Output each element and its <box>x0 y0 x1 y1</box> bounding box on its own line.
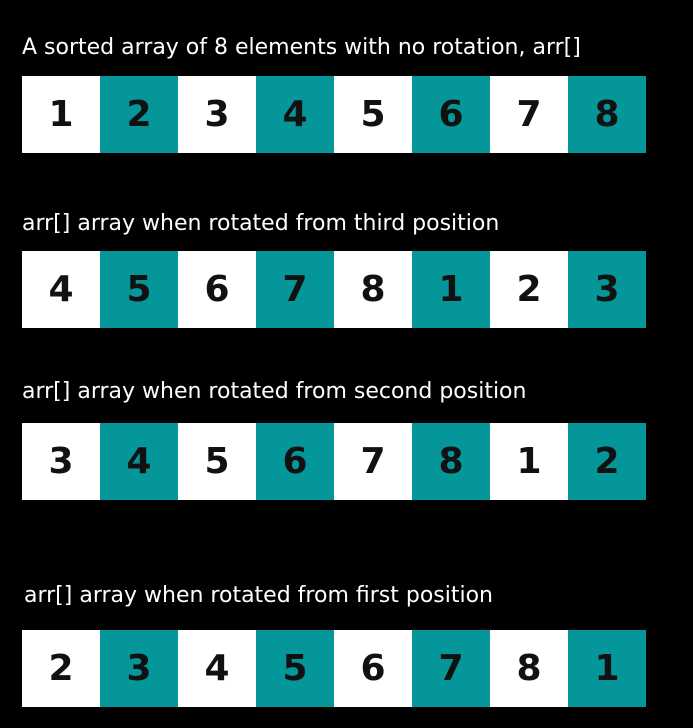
array-row-rotated-first: 2 3 4 5 6 7 8 1 <box>22 630 646 707</box>
array-cell: 8 <box>334 251 412 328</box>
array-cell: 7 <box>412 630 490 707</box>
array-cell: 3 <box>22 423 100 500</box>
array-cell: 1 <box>568 630 646 707</box>
array-cell: 5 <box>256 630 334 707</box>
array-cell: 6 <box>412 76 490 153</box>
array-row-rotated-second: 3 4 5 6 7 8 1 2 <box>22 423 646 500</box>
array-cell: 4 <box>100 423 178 500</box>
array-cell: 2 <box>490 251 568 328</box>
array-caption-rotated-first: arr[] array when rotated from first posi… <box>24 583 493 608</box>
array-cell: 6 <box>256 423 334 500</box>
array-row-sorted: 1 2 3 4 5 6 7 8 <box>22 76 646 153</box>
array-cell: 1 <box>412 251 490 328</box>
array-cell: 8 <box>412 423 490 500</box>
array-cell: 2 <box>22 630 100 707</box>
array-cell: 1 <box>22 76 100 153</box>
array-cell: 3 <box>568 251 646 328</box>
array-caption-rotated-second: arr[] array when rotated from second pos… <box>22 379 527 404</box>
array-cell: 7 <box>334 423 412 500</box>
array-cell: 6 <box>178 251 256 328</box>
array-cell: 8 <box>490 630 568 707</box>
array-cell: 5 <box>178 423 256 500</box>
array-cell: 3 <box>178 76 256 153</box>
array-cell: 7 <box>490 76 568 153</box>
array-cell: 5 <box>100 251 178 328</box>
array-cell: 4 <box>22 251 100 328</box>
array-cell: 2 <box>100 76 178 153</box>
array-cell: 7 <box>256 251 334 328</box>
array-cell: 1 <box>490 423 568 500</box>
array-caption-rotated-third: arr[] array when rotated from third posi… <box>22 211 500 236</box>
array-row-rotated-third: 4 5 6 7 8 1 2 3 <box>22 251 646 328</box>
array-cell: 5 <box>334 76 412 153</box>
array-cell: 4 <box>256 76 334 153</box>
array-cell: 6 <box>334 630 412 707</box>
array-caption-sorted: A sorted array of 8 elements with no rot… <box>22 35 581 60</box>
array-cell: 2 <box>568 423 646 500</box>
array-cell: 4 <box>178 630 256 707</box>
array-cell: 8 <box>568 76 646 153</box>
array-cell: 3 <box>100 630 178 707</box>
